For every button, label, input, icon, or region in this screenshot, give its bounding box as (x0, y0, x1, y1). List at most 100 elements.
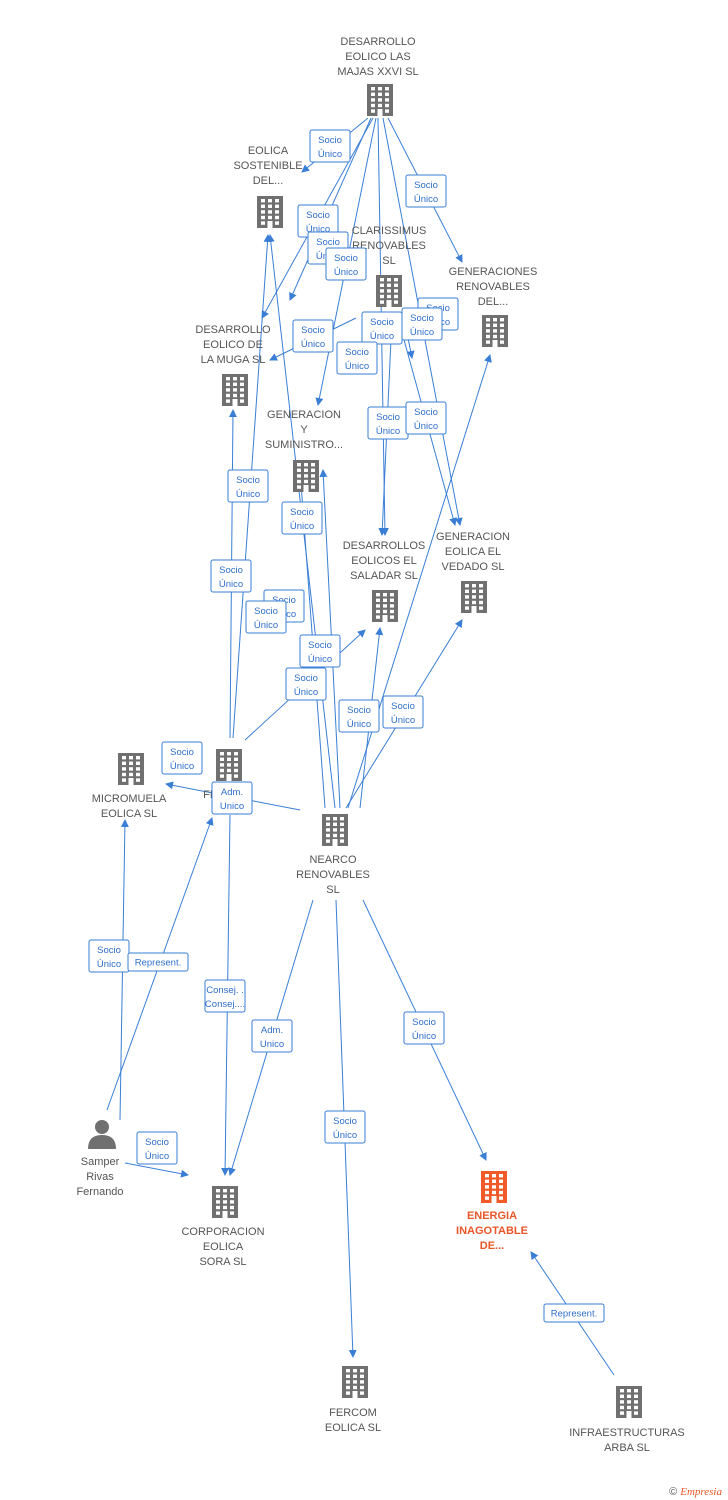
edge-label-text: Único (333, 1130, 357, 1141)
copyright-symbol: © (669, 1486, 678, 1498)
edge-label-text: Único (97, 959, 121, 970)
edge-label-text: Unico (220, 801, 244, 812)
edge-label-text: Único (414, 194, 438, 205)
edge-label-text: Único (347, 719, 371, 730)
edge-label[interactable]: Represent. (543, 1303, 605, 1323)
edge-label-text: Socio (316, 237, 340, 248)
building-icon (257, 196, 283, 228)
edge-label-text: Único (345, 361, 369, 372)
building-icon (212, 1186, 238, 1218)
edge-label-text: Único (391, 715, 415, 726)
building-icon (461, 581, 487, 613)
edge-label-text: Único (219, 579, 243, 590)
building-icon (216, 749, 242, 781)
edge-label-text: Único (170, 761, 194, 772)
edge-label-text: Único (412, 1031, 436, 1042)
building-icon (293, 460, 319, 492)
edge-label-text: Socio (219, 565, 243, 576)
edge-label-text: Único (145, 1151, 169, 1162)
edge-label-text: Único (370, 331, 394, 342)
edge-label-text: Único (301, 339, 325, 350)
edge-label-text: Unico (260, 1039, 284, 1050)
edge-label-text: Socio (170, 747, 194, 758)
building-icon (616, 1386, 642, 1418)
edge-label-text: Único (290, 521, 314, 532)
edge-label-text: Socio (306, 210, 330, 221)
building-icon (118, 753, 144, 785)
edge-label[interactable]: Represent. (127, 952, 189, 972)
edge-label-text: Adm. (221, 787, 243, 798)
edge-label-text: Único (254, 620, 278, 631)
edge-label-text: Único (334, 267, 358, 278)
building-icon (481, 1171, 507, 1203)
edge-label-text: Socio (376, 412, 400, 423)
edge-label-text: Socio (347, 705, 371, 716)
edge-label-text: Único (414, 421, 438, 432)
edge-label-text: Consej. . (206, 985, 244, 996)
building-icon (372, 590, 398, 622)
edge-label-text: Único (376, 426, 400, 437)
edge-label-text: Socio (333, 1116, 357, 1127)
brand-logo[interactable]: Empresia (680, 1486, 722, 1498)
edge-label-text: Socio (391, 701, 415, 712)
building-icon (482, 315, 508, 347)
edge-label-text: Adm. (261, 1025, 283, 1036)
edge-label-text: Represent. (135, 958, 181, 969)
edge-label[interactable]: Adm. Unico (251, 1019, 293, 1053)
edge-label-text: Socio (145, 1137, 169, 1148)
edge-label-text: Socio (318, 135, 342, 146)
edge-label-text: Socio (290, 507, 314, 518)
edge-label[interactable]: Consej. .Consej.... (204, 979, 246, 1013)
building-icon (222, 374, 248, 406)
edge-label-text: Socio (301, 325, 325, 336)
edge-label[interactable]: Adm. Unico (211, 781, 253, 815)
edge-label-text: Socio (414, 180, 438, 191)
